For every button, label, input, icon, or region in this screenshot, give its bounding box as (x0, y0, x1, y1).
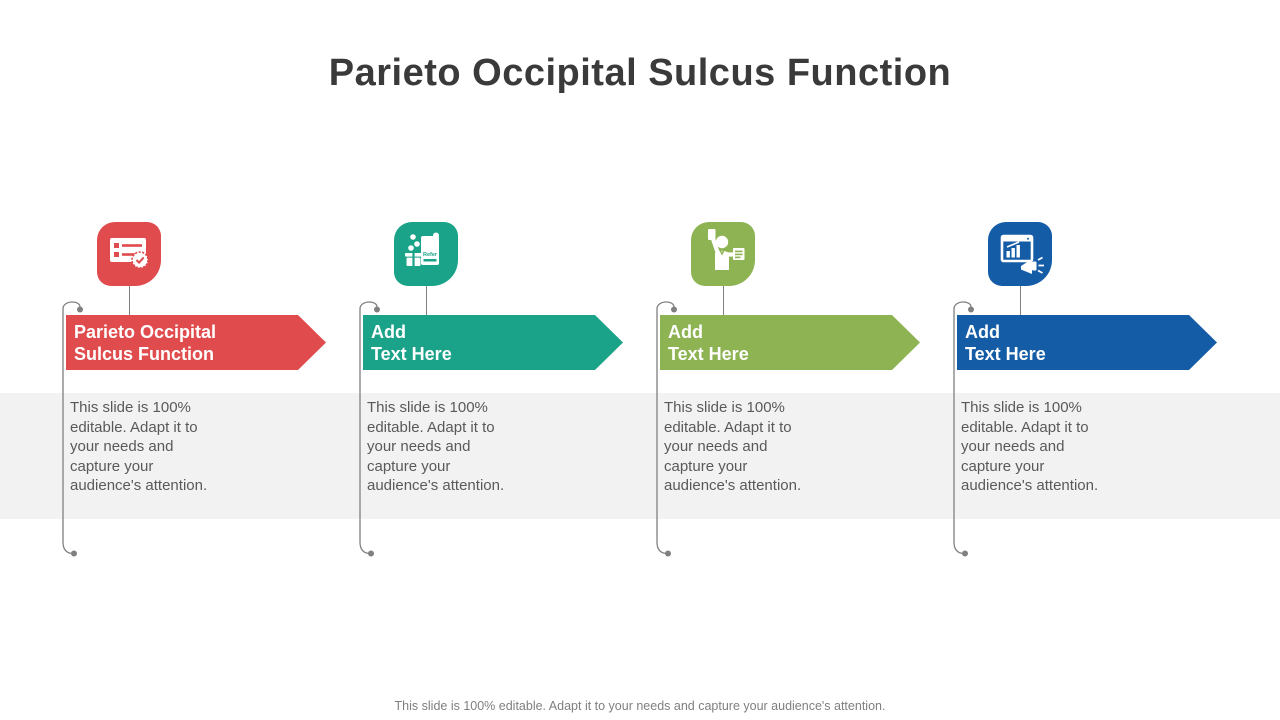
banner-label-line1: Add (965, 321, 1000, 342)
analytics-megaphone-icon (1000, 234, 1044, 274)
banner-label-line1: Add (371, 321, 406, 342)
connector-line (723, 286, 724, 315)
slide-title[interactable]: Parieto Occipital Sulcus Function (328, 52, 952, 95)
banner-label-line2: Text Here (668, 343, 749, 364)
bracket-line (656, 301, 677, 557)
connector-line (426, 286, 427, 315)
step-banner[interactable]: Add Text Here (660, 315, 920, 370)
step-description[interactable]: This slide is 100% editable. Adapt it to… (664, 399, 802, 494)
banner-label-line2: Sulcus Function (74, 343, 215, 364)
svg-text:Refer: Refer (423, 252, 438, 258)
step-column-1: Parieto Occipital Sulcus Function This s… (62, 0, 329, 720)
person-announcement-icon (708, 229, 745, 270)
banner-label-line1: Parieto Occipital (74, 321, 217, 342)
step-banner[interactable]: Add Text Here (363, 315, 623, 370)
banner-label-line1: Add (668, 321, 703, 342)
connector-line (129, 286, 130, 315)
step-description[interactable]: This slide is 100% editable. Adapt it to… (961, 399, 1099, 494)
icon-tile[interactable]: Refer (394, 222, 458, 286)
icon-tile[interactable] (97, 222, 161, 286)
footer-note: This slide is 100% editable. Adapt it to… (394, 699, 886, 713)
banner-label-line2: Text Here (371, 343, 452, 364)
step-column-2: Refer Add Text Here This slide is 100% e… (359, 0, 626, 720)
step-column-4: Add Text Here This slide is 100% editabl… (953, 0, 1220, 720)
refer-reward-icon: Refer (405, 232, 439, 266)
icon-tile[interactable] (988, 222, 1052, 286)
checklist-certificate-icon (110, 238, 149, 269)
banner-label-line2: Text Here (965, 343, 1046, 364)
step-description[interactable]: This slide is 100% editable. Adapt it to… (70, 399, 208, 494)
icon-tile[interactable] (691, 222, 755, 286)
connector-line (1020, 286, 1021, 315)
step-banner[interactable]: Parieto Occipital Sulcus Function (66, 315, 326, 370)
step-description[interactable]: This slide is 100% editable. Adapt it to… (367, 399, 505, 494)
description-background-band (0, 393, 1280, 519)
bracket-line (62, 301, 83, 557)
step-banner[interactable]: Add Text Here (957, 315, 1217, 370)
step-column-3: Add Text Here This slide is 100% editabl… (656, 0, 923, 720)
bracket-line (359, 301, 380, 557)
bracket-line (953, 301, 974, 557)
